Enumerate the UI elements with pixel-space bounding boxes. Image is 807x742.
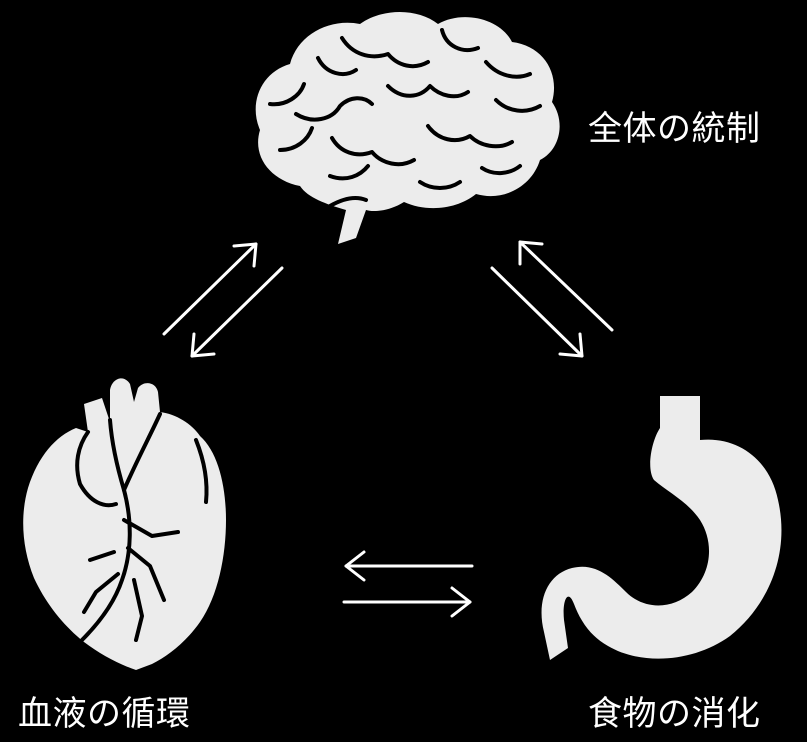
arrow-stomach-to-heart: [346, 552, 472, 580]
brain-label: 全体の統制: [588, 112, 761, 146]
arrow-brain-to-heart: [192, 268, 282, 356]
arrow-stomach-to-brain: [520, 242, 612, 330]
arrow-brain-to-stomach: [492, 268, 582, 356]
arrow-heart-to-brain: [164, 244, 256, 334]
arrows: [164, 242, 612, 616]
stomach-icon: [542, 396, 782, 660]
arrow-heart-to-stomach: [344, 588, 470, 616]
brain-icon: [256, 12, 560, 244]
stomach-label: 食物の消化: [588, 697, 761, 731]
heart-label: 血液の循環: [18, 697, 191, 731]
heart-icon: [23, 378, 226, 670]
